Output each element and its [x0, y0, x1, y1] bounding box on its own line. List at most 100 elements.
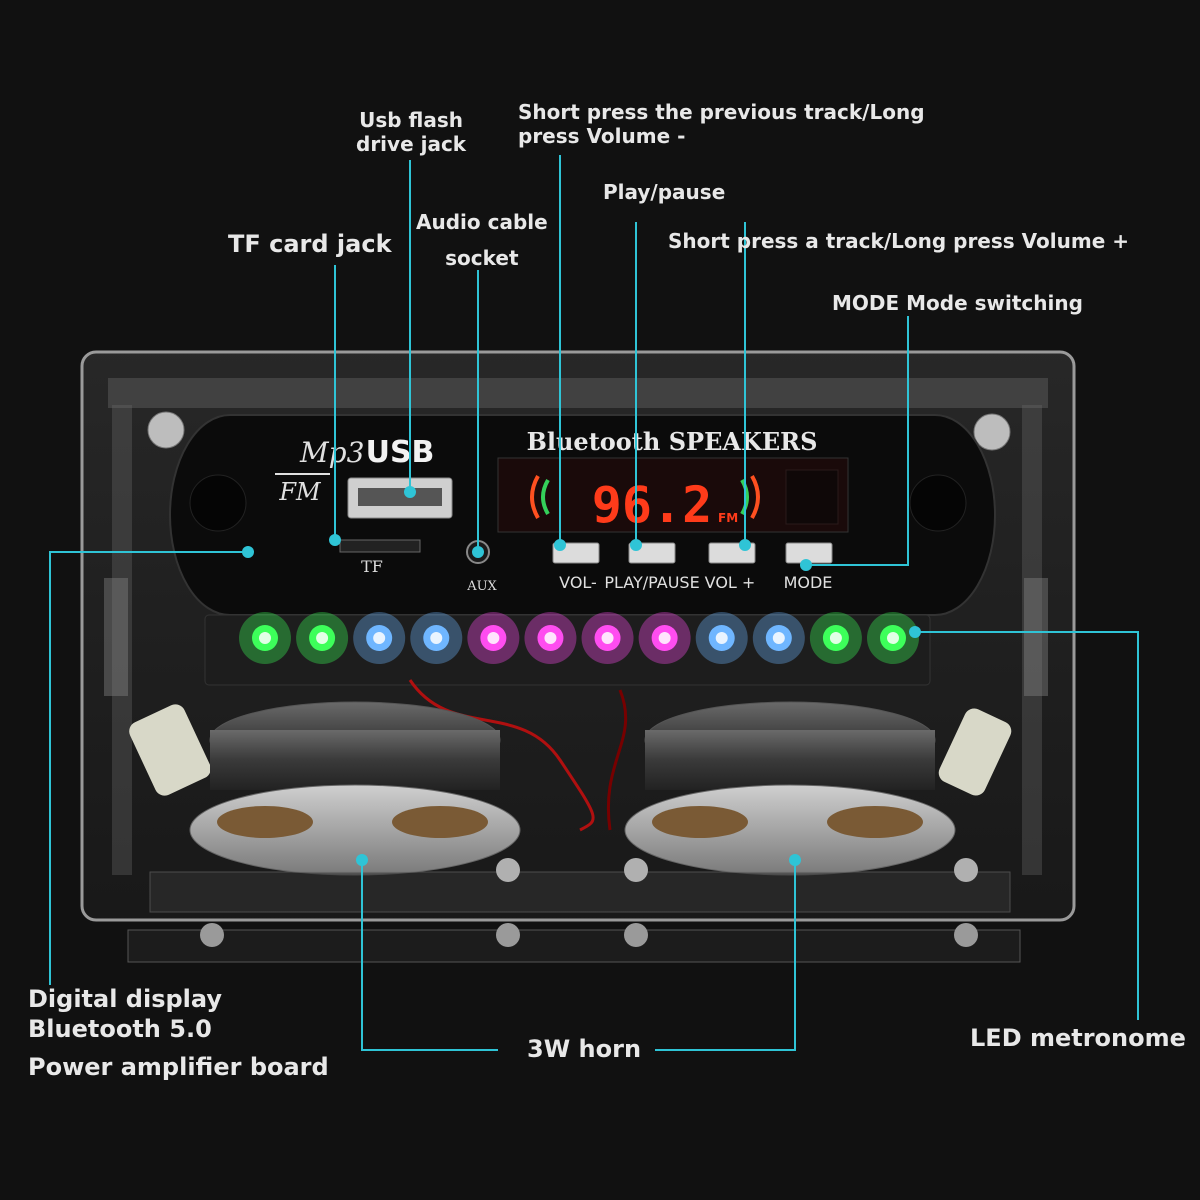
label-led: LED metronome — [970, 1024, 1186, 1052]
led-highlight — [887, 632, 899, 644]
tf-slot[interactable] — [339, 539, 421, 553]
nut-2 — [496, 858, 520, 882]
label-usb-jack-line1: Usb flash — [359, 108, 463, 132]
callout-horn-right — [655, 860, 796, 1051]
callout-dots — [242, 486, 921, 866]
label-play-pause: Play/pause — [603, 180, 726, 204]
nut-4 — [624, 858, 648, 882]
led-highlight — [373, 632, 386, 644]
display-wave-left-outer — [530, 475, 540, 519]
panel-hole-left — [189, 474, 247, 532]
label-power-board: Power amplifier board — [28, 1053, 329, 1081]
label-audio-socket: Audio cable socket — [416, 204, 548, 276]
speaker-left — [189, 701, 521, 876]
label-digital-display-line2: Bluetooth 5.0 — [28, 1015, 212, 1043]
case-tab-left — [104, 578, 128, 696]
case-left-wall — [112, 405, 132, 875]
label-prev-track: Short press the previous track/Long pres… — [518, 100, 925, 148]
led-highlight — [259, 632, 271, 644]
nut-6 — [954, 858, 978, 882]
nuts — [200, 858, 978, 947]
speaker-right — [624, 701, 956, 876]
nut-3 — [496, 923, 520, 947]
speaker-right-cone-window-b — [827, 806, 923, 838]
label-mode: MODE Mode switching — [832, 291, 1083, 315]
led-highlight — [430, 632, 443, 644]
led-highlight — [715, 632, 728, 644]
display-readout: 96.2 — [592, 476, 712, 534]
label-usb-jack: Usb flash drive jack — [356, 108, 466, 156]
display-wave-right — [740, 478, 749, 516]
case-base — [127, 929, 1021, 963]
panel-tf-label: TF — [361, 557, 383, 576]
case-right-wall — [1022, 405, 1042, 875]
speaker-left-cone-window-a — [217, 806, 313, 838]
callout-dot-next — [739, 539, 751, 551]
nut-7 — [954, 923, 978, 947]
label-audio-socket-line1: Audio cable — [416, 210, 548, 234]
usb-port-slot — [358, 488, 442, 506]
speaker-left-cone-window-b — [392, 806, 488, 838]
callout-dot-led — [909, 626, 921, 638]
speaker-left-magnet-body — [210, 730, 500, 790]
callout-dot-horn-right — [789, 854, 801, 866]
vol-plus-label: VOL + — [705, 573, 756, 592]
label-usb-jack-line2: drive jack — [356, 132, 467, 156]
bottom-plate — [149, 871, 1011, 913]
callout-dot-horn-left — [356, 854, 368, 866]
label-prev-track-line2: press Volume - — [518, 124, 686, 148]
label-digital-display-line1: Digital display — [28, 985, 223, 1013]
display-wave-right-outer — [750, 475, 760, 519]
play-pause-label: PLAY/PAUSE — [604, 573, 699, 592]
led-highlight — [544, 632, 557, 644]
vol-minus-label: VOL- — [559, 573, 597, 592]
callout-mode — [806, 316, 909, 566]
led-highlight — [487, 632, 500, 644]
case-tab-right — [1024, 578, 1048, 696]
ir-window — [785, 469, 839, 525]
led-highlight — [658, 632, 671, 644]
callout-dot-tf — [329, 534, 341, 546]
label-tf-jack: TF card jack — [228, 230, 392, 258]
led-highlight — [601, 632, 614, 644]
panel-usb-label: USB — [366, 435, 435, 470]
label-next-track: Short press a track/Long press Volume + — [668, 229, 1129, 253]
panel-aux-label: AUX — [466, 579, 497, 594]
speaker-right-magnet-body — [645, 730, 935, 790]
screw-top-left — [147, 411, 185, 449]
screws — [129, 411, 1012, 796]
led-highlight — [829, 632, 842, 644]
nut-5 — [624, 923, 648, 947]
led-highlight — [316, 632, 329, 644]
callout-dot-digital-display — [242, 546, 254, 558]
case-top-rail — [108, 378, 1048, 408]
callout-dot-prev — [554, 539, 566, 551]
led-strip — [239, 612, 919, 664]
callout-horn-left — [361, 860, 498, 1051]
label-horn: 3W horn — [527, 1035, 642, 1063]
label-prev-track-line1: Short press the previous track/Long — [518, 100, 925, 124]
label-audio-socket-line2: socket — [445, 246, 519, 270]
nut-1 — [200, 923, 224, 947]
callout-lines — [49, 155, 1139, 1051]
callout-digital-display — [49, 551, 248, 985]
standoff-right — [938, 708, 1012, 796]
screw-top-right — [973, 413, 1011, 451]
callout-dot-play — [630, 539, 642, 551]
label-digital-display: Digital display Bluetooth 5.0 — [28, 984, 222, 1044]
led-highlight — [772, 632, 785, 644]
callout-dot-aux — [472, 546, 484, 558]
callout-led — [915, 631, 1139, 1020]
callout-dot-usb — [404, 486, 416, 498]
panel-brand-mp3: Mp3 — [299, 436, 364, 469]
control-panel: Mp3 FM USB TF AUX Bluetooth SPEAKERS 96.… — [169, 414, 996, 616]
speaker-right-cone-window-a — [652, 806, 748, 838]
panel-title: Bluetooth SPEAKERS — [527, 427, 818, 456]
display-wave-left — [541, 478, 550, 516]
callout-dot-mode — [800, 559, 812, 571]
panel-brand-fm: FM — [278, 478, 322, 506]
standoff-left — [129, 704, 211, 796]
display-unit: FM — [718, 511, 738, 525]
wire-red — [408, 679, 595, 832]
